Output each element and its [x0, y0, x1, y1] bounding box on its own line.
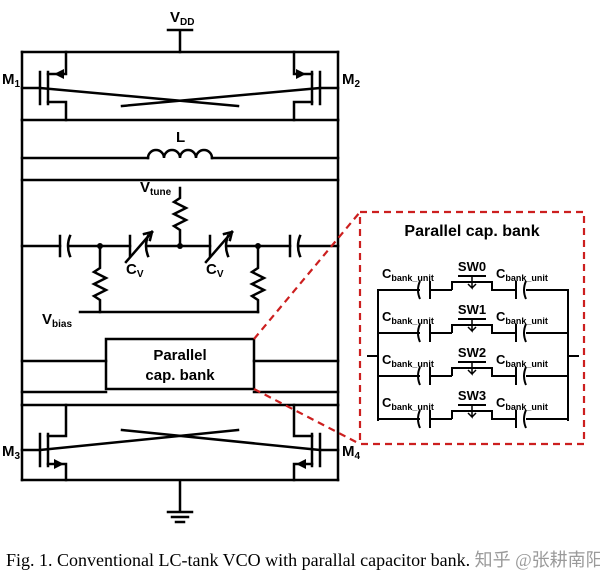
cap-unit-label: Cbank_unit	[382, 352, 434, 369]
bank-row: SW1 Cbank_unit Cbank_unit	[378, 302, 568, 343]
cap-unit-label: Cbank_unit	[496, 309, 548, 326]
inductor-label: L	[176, 129, 185, 146]
cap-unit-label: Cbank_unit	[496, 266, 548, 283]
switch-label: SW1	[458, 302, 486, 317]
m2-label: M2	[342, 71, 361, 90]
cap-unit-label: Cbank_unit	[382, 309, 434, 326]
vtune-label: Vtune	[140, 179, 172, 198]
cap-unit-label: Cbank_unit	[382, 266, 434, 283]
bank-box-line1: Parallel	[153, 347, 206, 364]
switch-label: SW2	[458, 345, 486, 360]
watermark-text: 知乎 @张耕南阳	[474, 550, 600, 570]
cap-unit-label: Cbank_unit	[496, 395, 548, 412]
m1-label: M1	[2, 71, 21, 90]
cv2-label: CV	[206, 261, 224, 280]
bank-box-line2: cap. bank	[145, 367, 215, 384]
caption-text: Fig. 1. Conventional LC-tank VCO with pa…	[6, 550, 471, 570]
vbias-label: Vbias	[42, 311, 72, 330]
cap-unit-label: Cbank_unit	[382, 395, 434, 412]
cap-unit-label: Cbank_unit	[496, 352, 548, 369]
bank-detail-title: Parallel cap. bank	[404, 223, 539, 240]
cv1-label: CV	[126, 261, 144, 280]
switch-label: SW0	[458, 259, 486, 274]
switch-label: SW3	[458, 388, 486, 403]
bank-row: SW0 Cbank_unit Cbank_unit	[378, 259, 568, 300]
bank-row: SW2 Cbank_unit Cbank_unit	[378, 345, 568, 386]
vdd-label: VDD	[170, 9, 194, 28]
m4-label: M4	[342, 443, 361, 462]
m3-label: M3	[2, 443, 21, 462]
bank-detail-box	[358, 210, 586, 446]
bank-row: SW3 Cbank_unit Cbank_unit	[378, 388, 568, 429]
figure-caption: Fig. 1. Conventional LC-tank VCO with pa…	[6, 546, 600, 572]
